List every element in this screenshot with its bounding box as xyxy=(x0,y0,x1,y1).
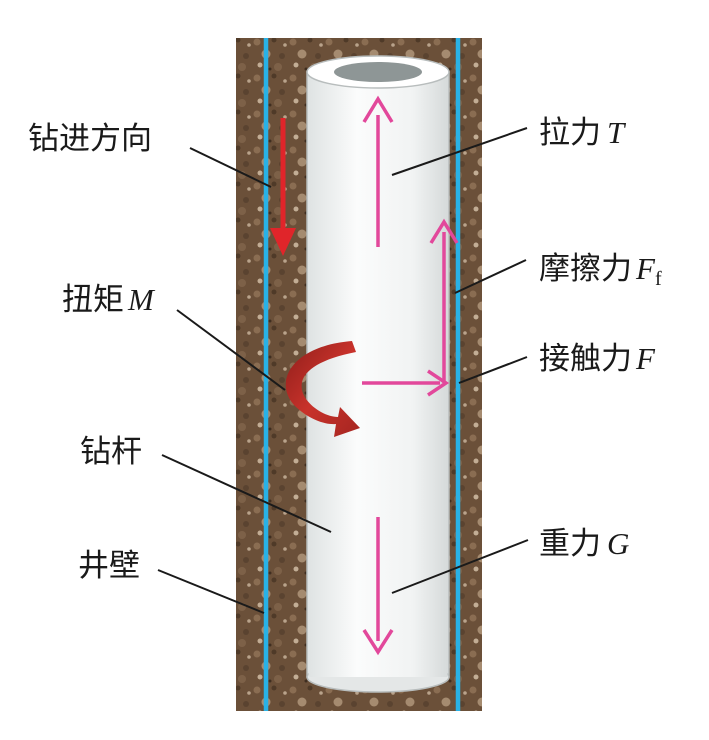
leader-gravity xyxy=(391,539,529,594)
direction-arrow-icon xyxy=(270,118,296,256)
leader-drilling-direction xyxy=(189,147,272,188)
pipe-bore xyxy=(334,62,422,82)
leader-drill-pipe xyxy=(161,454,332,533)
tension-arrow-icon xyxy=(362,95,394,247)
label-friction-subscript: f xyxy=(655,268,662,290)
label-friction-symbol: F xyxy=(635,251,656,286)
label-torque-symbol: M xyxy=(127,282,156,317)
label-gravity-symbol: G xyxy=(607,526,629,561)
label-torque-text: 扭矩 xyxy=(62,282,124,318)
leader-torque xyxy=(176,309,286,391)
contact-force-arrow-icon xyxy=(362,369,450,397)
label-tension-symbol: T xyxy=(607,115,627,150)
leader-borehole-wall xyxy=(157,569,265,614)
gravity-arrow-icon xyxy=(362,517,394,656)
label-drill-pipe: 钻杆 xyxy=(80,434,142,470)
label-borehole-wall: 井壁 xyxy=(78,548,140,584)
leader-contact-force xyxy=(458,356,528,384)
leader-tension xyxy=(391,127,528,176)
friction-arrow-icon xyxy=(429,218,459,383)
leader-lines xyxy=(157,127,529,614)
label-friction-text: 摩擦力 xyxy=(539,251,632,287)
label-gravity-text: 重力 xyxy=(539,526,601,562)
label-drilling-direction: 钻进方向 xyxy=(28,121,152,157)
leader-friction xyxy=(454,259,527,294)
label-tension-text: 拉力 xyxy=(539,115,601,151)
label-contact-force-text: 接触力 xyxy=(539,341,632,377)
label-contact-force-symbol: F xyxy=(635,341,656,376)
torque-curved-arrow-icon xyxy=(285,341,360,437)
